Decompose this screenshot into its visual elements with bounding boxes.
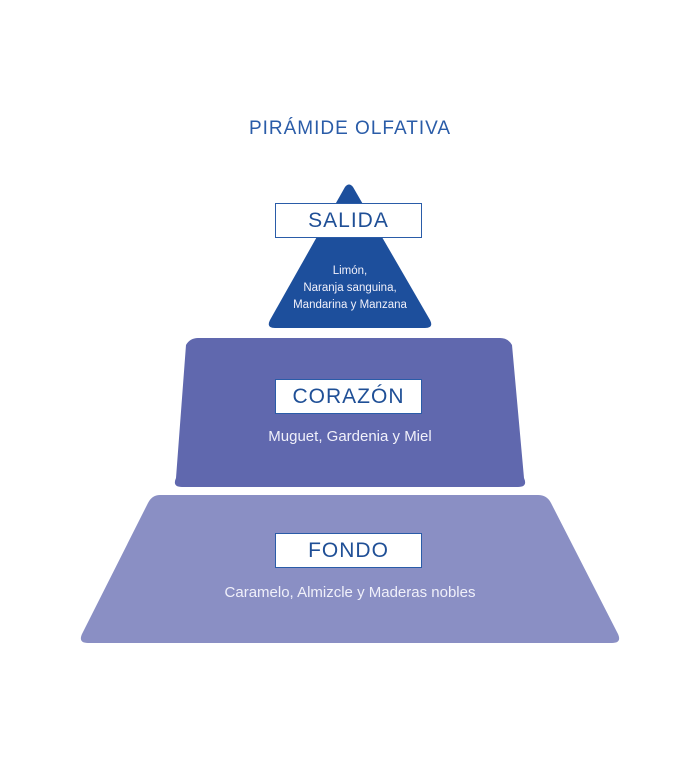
note-line: Mandarina y Manzana xyxy=(293,299,407,311)
salida-label: SALIDA xyxy=(275,203,422,238)
corazon-label: CORAZÓN xyxy=(275,379,422,414)
pyramid-bottom-layer xyxy=(80,495,620,643)
fondo-notes: Caramelo, Almizcle y Maderas nobles xyxy=(224,584,476,601)
corazon-notes: Muguet, Gardenia y Miel xyxy=(268,428,432,445)
note-line: Naranja sanguina, xyxy=(303,282,397,294)
pyramid-top-layer xyxy=(268,184,432,328)
diagram-title: PIRÁMIDE OLFATIVA xyxy=(248,118,452,139)
fondo-label: FONDO xyxy=(275,533,422,568)
salida-notes: Limón, Naranja sanguina, Mandarina y Man… xyxy=(0,263,700,314)
note-line: Limón, xyxy=(332,265,368,277)
